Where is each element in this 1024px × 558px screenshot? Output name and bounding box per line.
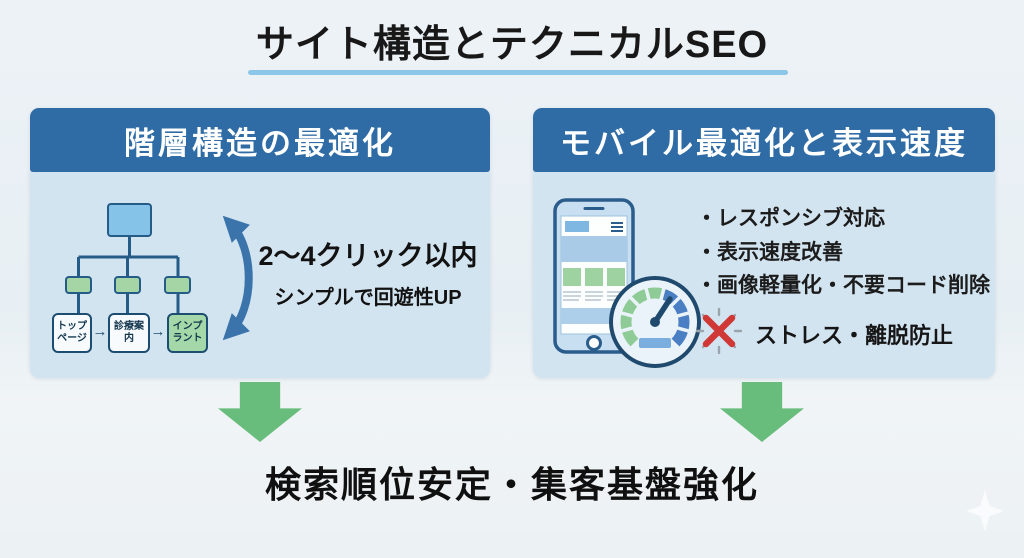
site-tree-diagram: トップ ページ → 診療案内 → インプ ラント bbox=[30, 172, 260, 378]
smartphone-speedometer-icon bbox=[553, 198, 701, 368]
right-panel-content: ・レスポンシブ対応 ・表示速度改善 ・画像軽量化・不要コード削除 ストレス・離脱… bbox=[533, 172, 995, 378]
speedometer-icon bbox=[609, 276, 701, 368]
bullet-speed: ・表示速度改善 bbox=[696, 241, 843, 264]
tree-category-node bbox=[114, 276, 141, 294]
tree-leaf-top-page: トップ ページ bbox=[52, 313, 92, 353]
down-arrow-icon bbox=[720, 382, 804, 442]
down-arrow-icon bbox=[218, 382, 302, 442]
tree-root-node bbox=[107, 203, 152, 237]
bullet-image-code: ・画像軽量化・不要コード削除 bbox=[696, 274, 990, 297]
ng-label: ストレス・離脱防止 bbox=[755, 323, 954, 348]
page-title: サイト構造とテクニカルSEO bbox=[255, 24, 769, 66]
bullet-responsive: ・レスポンシブ対応 bbox=[696, 207, 885, 230]
click-depth-note: 2〜4クリック以内 シンプルで回遊性UP bbox=[238, 234, 498, 310]
conclusion-text: 検索順位安定・集客基盤強化 bbox=[264, 464, 759, 505]
flow-arrow-icon: → bbox=[92, 323, 108, 340]
click-depth-line1: 2〜4クリック以内 bbox=[258, 241, 478, 271]
left-panel-header: 階層構造の最適化 bbox=[30, 108, 490, 172]
tree-leaf-implant: インプ ラント bbox=[167, 313, 208, 353]
panel-site-hierarchy: 階層構造の最適化 トップ ページ → 診療案内 → インプ ラント bbox=[30, 108, 490, 378]
title-underline bbox=[248, 70, 788, 75]
left-panel-content: トップ ページ → 診療案内 → インプ ラント 2〜4クリック以内 シンプルで… bbox=[30, 172, 490, 378]
click-depth-line2: シンプルで回遊性UP bbox=[274, 287, 462, 309]
tree-category-node bbox=[164, 276, 191, 294]
tree-category-node bbox=[65, 276, 92, 294]
tree-leaf-clinic-guide: 診療案内 bbox=[108, 313, 150, 353]
right-panel-header: モバイル最適化と表示速度 bbox=[533, 108, 995, 172]
ng-cross-icon bbox=[695, 307, 743, 355]
cycle-arrow-icon bbox=[222, 215, 253, 341]
panel-mobile-speed: モバイル最適化と表示速度 bbox=[533, 108, 995, 378]
tree-connector-lines bbox=[77, 237, 180, 313]
flow-arrow-icon: → bbox=[150, 323, 166, 340]
